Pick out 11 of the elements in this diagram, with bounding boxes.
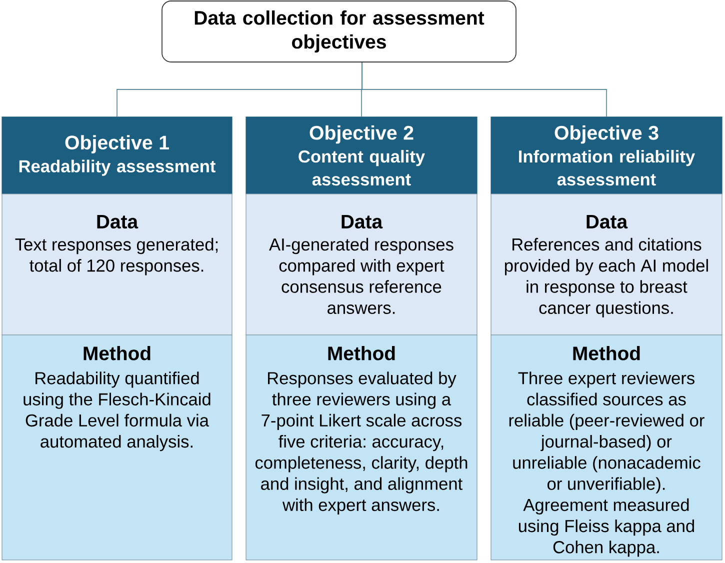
objective-header: Objective 1 Readability assessment <box>2 116 232 194</box>
objective-header: Objective 2 Content quality assessment <box>246 116 478 194</box>
method-panel: Method Three expert reviewers classified sources as reliable (peer-reviewed or journal-based) or unreliable (nonacademic or unverifiable). Agreement measured using Fleiss kappa and Cohen kappa. <box>490 334 722 560</box>
connector-line <box>362 62 607 118</box>
data-panel: Data AI-generated responses compared with expert consensus reference answers. <box>246 194 478 336</box>
data-panel: Data Text responses generated; total of 120 responses. <box>2 194 232 336</box>
data-panel: Data References and citations provided by each AI model in response to breast cancer questions. <box>490 194 722 336</box>
objective-header: Objective 3 Information reliability assessment <box>490 116 722 194</box>
method-panel: Method Responses evaluated by three reviewers using a 7-point Likert scale across five criteria: accuracy, completeness, clarity, depth and insight, and alignment with expert answers. <box>246 334 478 560</box>
heading-box: Data collection for assessment objectives <box>162 0 516 62</box>
method-panel: Method Readability quantified using the Flesch-Kincaid Grade Level formula via automated analysis. <box>2 334 232 560</box>
